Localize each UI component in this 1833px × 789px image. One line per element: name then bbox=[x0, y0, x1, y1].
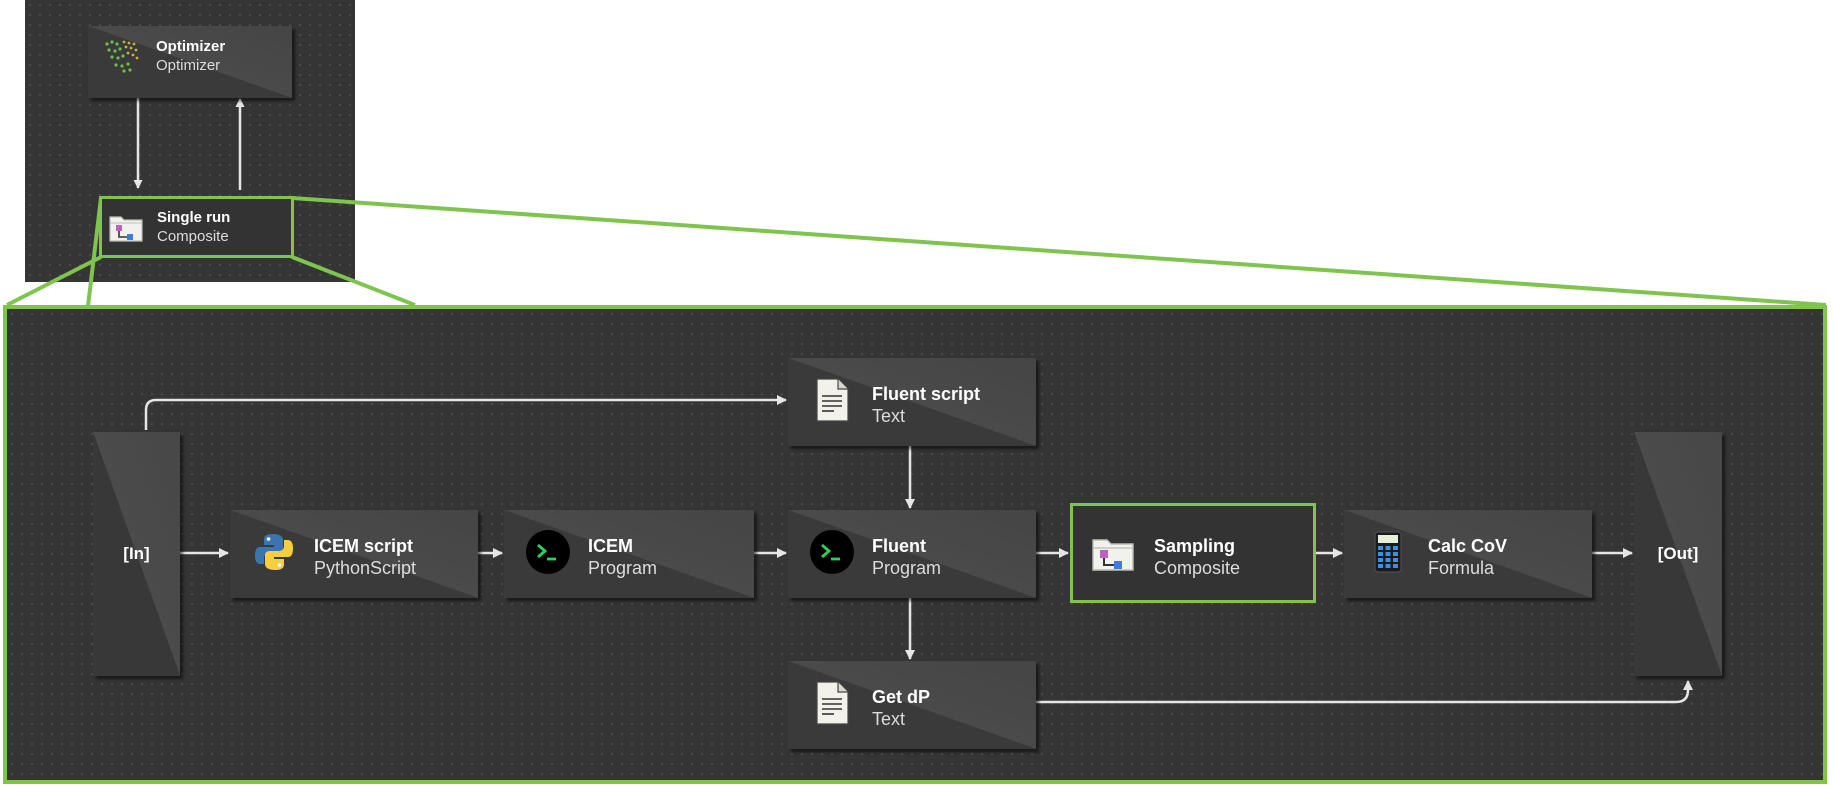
optimizer-icon bbox=[105, 40, 139, 73]
node-name: Get dP bbox=[872, 687, 931, 707]
composite-folder-icon bbox=[1092, 539, 1134, 571]
get-dp-node[interactable]: Get dP Text bbox=[788, 661, 1036, 749]
node-type: Text bbox=[872, 406, 906, 426]
fluent-script-node[interactable]: Fluent script Text bbox=[788, 358, 1036, 446]
node-name: Sampling bbox=[1154, 536, 1236, 556]
node-type: Composite bbox=[1154, 558, 1241, 578]
calc-cov-node[interactable]: Calc CoV Formula bbox=[1344, 510, 1592, 598]
python-icon bbox=[255, 534, 293, 570]
node-type: Text bbox=[872, 709, 906, 729]
node-name: Optimizer bbox=[156, 38, 226, 55]
node-type: Optimizer bbox=[156, 57, 221, 74]
node-name: ICEM script bbox=[314, 536, 414, 556]
node-name: Fluent script bbox=[872, 384, 981, 404]
icem-script-node[interactable]: ICEM script PythonScript bbox=[230, 510, 478, 598]
sampling-node[interactable]: Sampling Composite bbox=[1070, 503, 1316, 603]
fluent-node[interactable]: Fluent Program bbox=[788, 510, 1036, 598]
optimizer-node[interactable]: Optimizer Optimizer bbox=[88, 26, 292, 98]
calculator-icon bbox=[1374, 531, 1402, 573]
node-name: Calc CoV bbox=[1428, 536, 1508, 556]
node-type: Program bbox=[588, 558, 658, 578]
node-name: ICEM bbox=[588, 536, 633, 556]
terminal-icon bbox=[810, 530, 854, 574]
composite-folder-icon bbox=[109, 216, 143, 242]
out-port[interactable]: [Out] bbox=[1634, 432, 1722, 676]
icem-node[interactable]: ICEM Program bbox=[504, 510, 754, 598]
node-type: Composite bbox=[157, 228, 229, 245]
node-type: Program bbox=[872, 558, 942, 578]
terminal-icon bbox=[526, 530, 570, 574]
text-document-icon bbox=[816, 681, 849, 725]
node-type: Formula bbox=[1428, 558, 1495, 578]
node-name: Fluent bbox=[872, 536, 926, 556]
single-run-node[interactable]: Single run Composite bbox=[99, 196, 294, 258]
node-name: Single run bbox=[157, 209, 231, 226]
in-port[interactable]: [In] bbox=[93, 432, 180, 676]
text-document-icon bbox=[816, 378, 849, 422]
node-type: PythonScript bbox=[314, 558, 417, 578]
